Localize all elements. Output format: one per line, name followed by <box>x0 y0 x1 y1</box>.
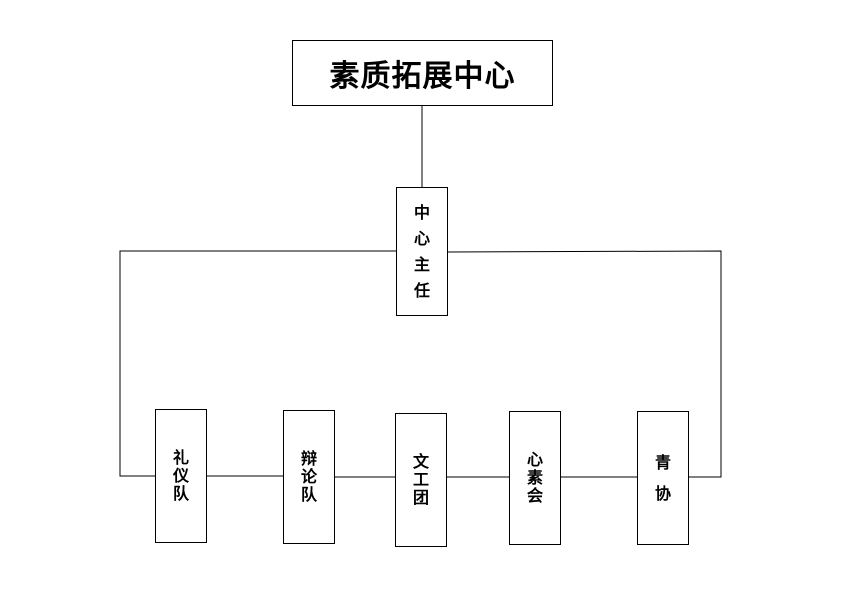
team-char: 会 <box>526 486 543 505</box>
director-char: 主 <box>413 254 430 274</box>
team-art-troupe-box: 文 工 团 <box>395 413 447 547</box>
director-box: 中 心 主 任 <box>396 187 448 316</box>
team-debate-box: 辩 论 队 <box>283 410 335 544</box>
team-psych-association-box: 心 素 会 <box>509 411 561 545</box>
team-char: 队 <box>172 484 189 503</box>
center-title-box: 素质拓展中心 <box>292 40 553 106</box>
team-char: 队 <box>300 485 317 504</box>
center-title: 素质拓展中心 <box>329 59 516 94</box>
team-char: 工 <box>412 470 429 489</box>
team-etiquette-box: 礼 仪 队 <box>155 409 207 543</box>
team-char: 协 <box>654 483 671 503</box>
director-char: 心 <box>413 228 430 248</box>
connector-right-loop <box>447 250 722 478</box>
director-char: 中 <box>413 202 430 222</box>
team-char: 论 <box>300 467 317 486</box>
team-char: 辩 <box>300 449 317 468</box>
team-char: 素 <box>526 468 543 487</box>
team-char: 青 <box>654 452 671 472</box>
connector-left-loop <box>119 250 396 477</box>
team-char: 心 <box>526 450 543 469</box>
director-char: 任 <box>413 280 430 300</box>
team-char: 仪 <box>172 466 189 485</box>
team-char: 团 <box>412 488 429 507</box>
team-youth-association-box: 青 协 <box>637 411 689 545</box>
team-char: 文 <box>412 452 429 471</box>
team-char: 礼 <box>172 448 189 467</box>
